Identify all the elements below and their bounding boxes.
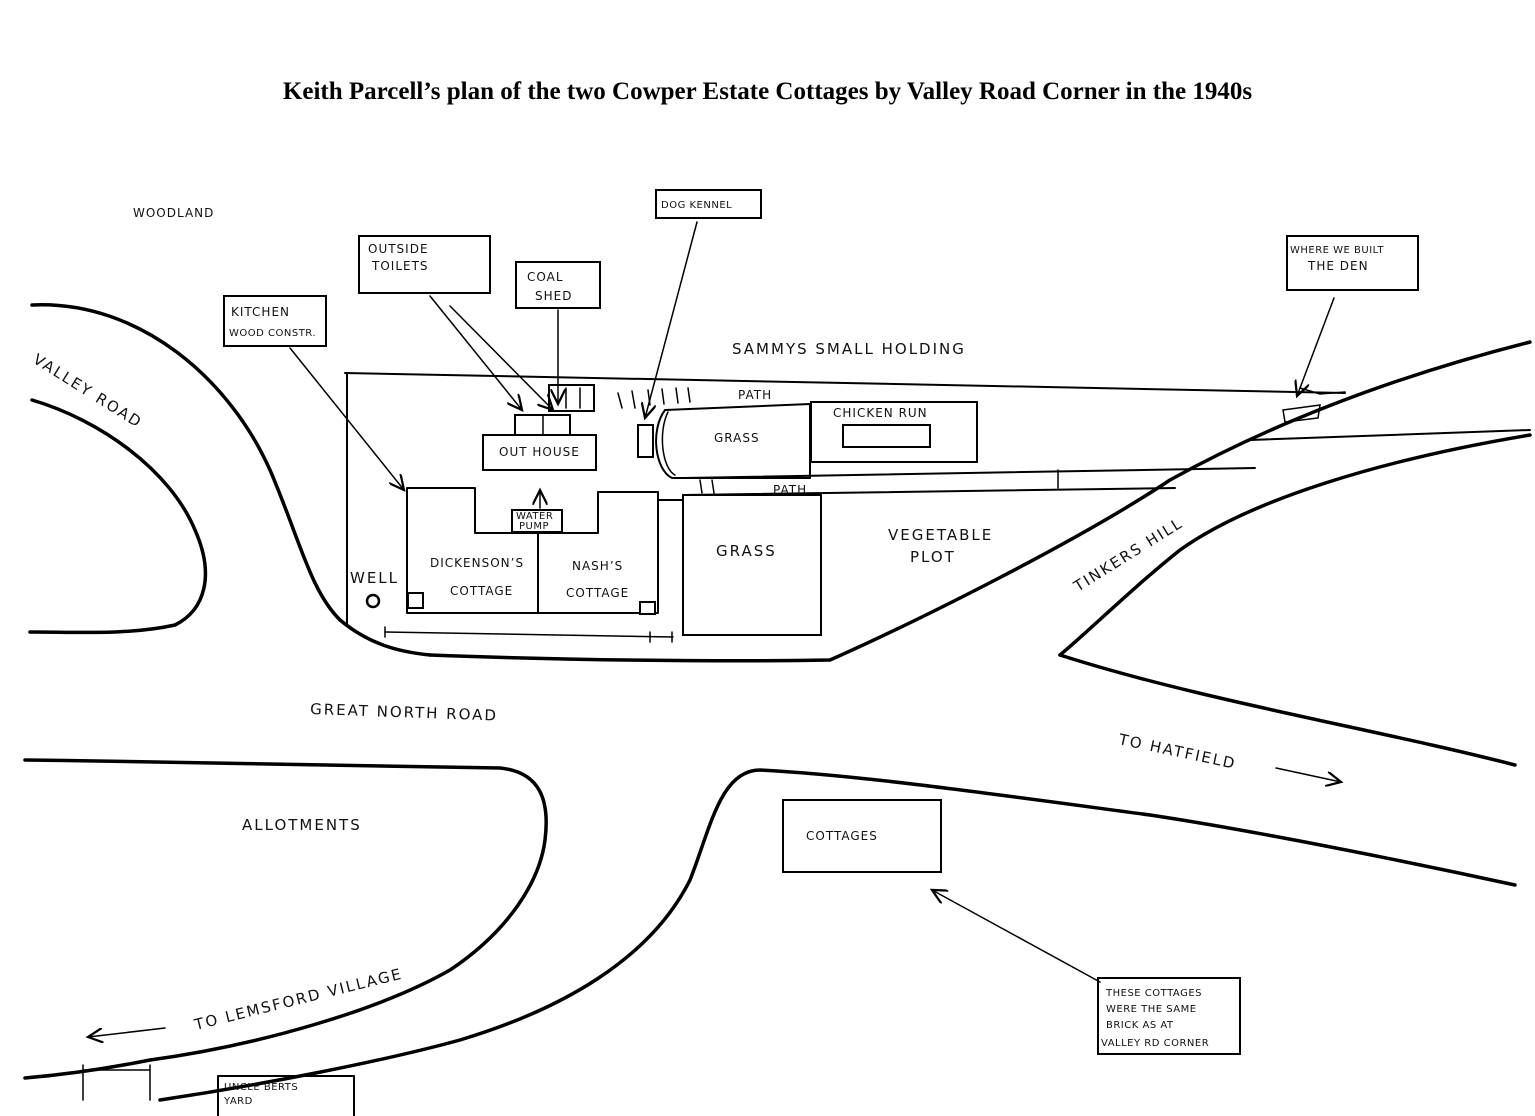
den-site-marker xyxy=(1282,404,1321,423)
note-label-box xyxy=(1097,977,1241,1055)
grass-bottom-enclosure xyxy=(682,494,822,636)
tinkers-hill-label: TINKERS HILL xyxy=(1070,514,1187,596)
great-north-road-label: GREAT NORTH ROAD xyxy=(310,700,498,725)
to-hatfield-label: TO HATFIELD xyxy=(1116,730,1238,773)
note-label-line4: VALLEY RD CORNER xyxy=(1101,1038,1209,1049)
coal-shed-label-box xyxy=(515,261,601,309)
den-label-box xyxy=(1286,235,1419,291)
dog-kennel-pointer xyxy=(645,221,698,418)
allotments-label: ALLOTMENTS xyxy=(242,816,362,834)
well-small-box xyxy=(407,592,424,609)
toilets-pointer-1 xyxy=(429,295,522,410)
uncle-berts-yard-marker xyxy=(82,1064,151,1101)
coal-shed-building xyxy=(548,384,595,412)
outside-toilets-label-line2: TOILETS xyxy=(371,259,429,273)
coal-shed-label-line2: SHED xyxy=(535,289,572,303)
woodland-label: WOODLAND xyxy=(133,206,214,220)
map-title: Keith Parcell’s plan of the two Cowper E… xyxy=(282,78,1253,105)
valley-road-label: VALLEY ROAD xyxy=(30,350,146,432)
cottages-label: COTTAGES xyxy=(806,829,878,843)
grass-bottom-label: GRASS xyxy=(716,542,777,560)
chicken-run-label: CHICKEN RUN xyxy=(833,406,928,420)
well-label: WELL xyxy=(350,569,399,587)
valley-road-outer-edge xyxy=(30,303,432,657)
cottage-block-outline xyxy=(406,487,659,614)
middle-path-lower xyxy=(683,487,1176,496)
kitchen-label-line2: WOOD CONSTR. xyxy=(229,328,316,339)
frontage-fence xyxy=(384,631,674,638)
sammys-holding-label: SAMMYS SMALL HOLDING xyxy=(732,340,966,358)
water-pump-label-line2: PUMP xyxy=(519,521,549,532)
water-pump-box xyxy=(511,509,563,533)
outside-toilets-label-box xyxy=(358,235,491,294)
tinkers-hill-road-edge xyxy=(1058,433,1532,657)
great-north-road-south-west-edge xyxy=(23,758,548,1080)
dickensons-cottage-label-line1: DICKENSON’S xyxy=(430,556,524,570)
grass-top-label: GRASS xyxy=(714,431,760,445)
dog-kennel-structure xyxy=(637,424,654,458)
uncle-berts-yard-label-line2: YARD xyxy=(223,1096,253,1107)
kitchen-pointer xyxy=(289,347,404,490)
great-north-road-south-east-edge xyxy=(158,768,1517,1102)
to-lemsford-label: TO LEMSFORD VILLAGE xyxy=(192,965,405,1034)
hatfield-direction-arrow xyxy=(1275,767,1341,782)
dog-kennel-label-box xyxy=(655,189,762,219)
path-middle-label: PATH xyxy=(773,483,807,497)
dickensons-cottage-label-line2: COTTAGE xyxy=(450,584,513,598)
middle-path-upper xyxy=(683,467,1256,479)
dog-kennel-label: DOG KENNEL xyxy=(661,200,732,211)
toilets-pointer-2 xyxy=(449,305,553,410)
valley-road-inner-edge xyxy=(28,398,208,635)
note-label-line1: THESE COTTAGES xyxy=(1105,988,1202,999)
vegetable-plot-label-line1: VEGETABLE xyxy=(888,526,993,544)
kitchen-label-line1: KITCHEN xyxy=(231,305,290,319)
small-lean-to xyxy=(639,601,656,615)
cottages-building xyxy=(782,799,942,873)
outhouse-label: OUT HOUSE xyxy=(499,445,580,459)
chicken-run-coop xyxy=(842,424,931,448)
path-fence-marks xyxy=(617,387,691,409)
nashs-cottage-label-line1: NASH’S xyxy=(572,559,623,573)
note-pointer xyxy=(932,890,1101,983)
well-marker xyxy=(365,593,381,609)
nashs-cottage-label-line2: COTTAGE xyxy=(566,586,629,600)
den-pointer xyxy=(1297,297,1335,396)
den-label-line1: WHERE WE BUILT xyxy=(1290,245,1384,256)
coal-shed-label-line1: COAL xyxy=(527,270,564,284)
holding-boundary-top xyxy=(344,372,1346,394)
outhouse-building xyxy=(482,434,597,471)
kitchen-label-box xyxy=(223,295,327,347)
great-north-road-north-edge xyxy=(428,340,1532,663)
tinkers-hill-north-edge xyxy=(1249,429,1531,441)
den-label-line2: THE DEN xyxy=(1307,259,1369,273)
uncle-berts-yard-box xyxy=(217,1075,355,1116)
path-top-label: PATH xyxy=(738,388,772,402)
uncle-berts-yard-label-line1: UNCLE BERTS xyxy=(224,1082,298,1093)
water-pump-label-line1: WATER xyxy=(516,511,553,522)
note-label-line2: WERE THE SAME xyxy=(1106,1004,1197,1015)
vegetable-plot-label-line2: PLOT xyxy=(910,548,956,566)
lemsford-direction-arrow xyxy=(88,1027,166,1037)
great-north-road-east-north-edge xyxy=(1058,653,1517,767)
outside-toilets-label-line1: OUTSIDE xyxy=(368,242,429,256)
note-label-line3: BRICK AS AT xyxy=(1106,1020,1174,1031)
